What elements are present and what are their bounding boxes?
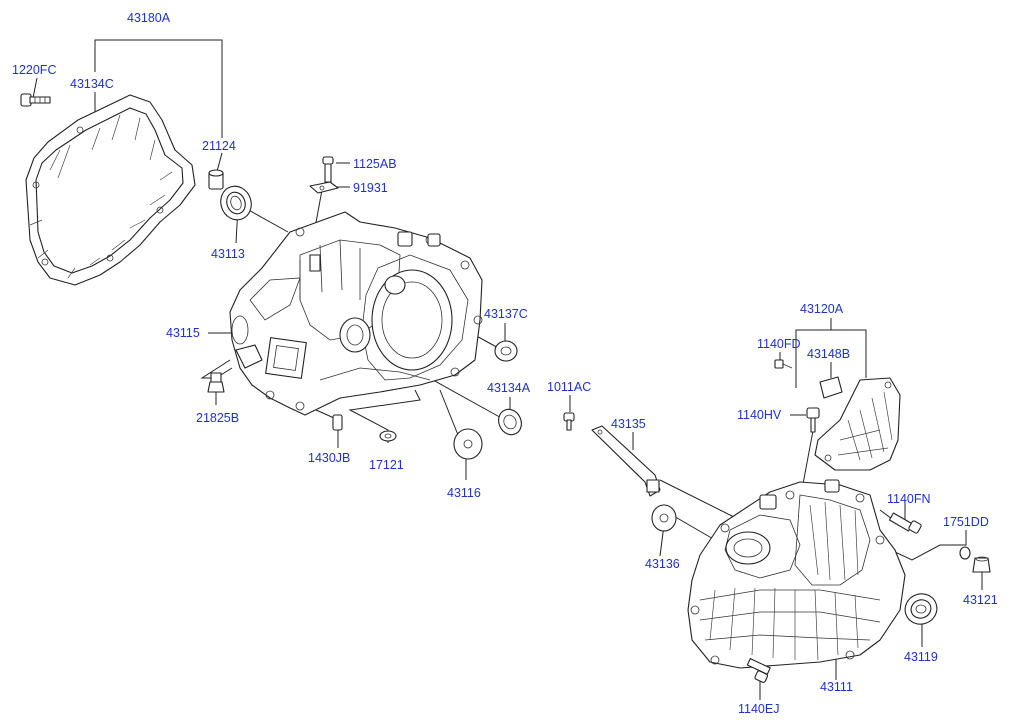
plate-43116 (453, 428, 483, 460)
label-43180A[interactable]: 43180A (127, 11, 171, 25)
plug-43121 (972, 556, 991, 573)
label-1011AC[interactable]: 1011AC (547, 380, 591, 394)
label-1430JB[interactable]: 1430JB (308, 451, 350, 465)
label-21825B[interactable]: 21825B (196, 411, 239, 425)
bolt-1011AC (563, 412, 575, 431)
label-1140FD[interactable]: 1140FD (757, 337, 801, 351)
rod-43135 (591, 425, 661, 497)
label-43119[interactable]: 43119 (904, 650, 938, 664)
label-1125AB[interactable]: 1125AB (353, 157, 397, 171)
plug-21825B (207, 372, 225, 393)
mount-43148B (819, 376, 843, 399)
bolt-1140HV (806, 407, 820, 433)
label-43134C[interactable]: 43134C (70, 77, 114, 91)
label-1220FC[interactable]: 1220FC (12, 63, 56, 77)
label-1140HV[interactable]: 1140HV (737, 408, 782, 422)
part-labels: 43180A 1220FC 43134C 21124 1125AB 91931 … (12, 11, 998, 716)
bolt-1140FD (774, 359, 793, 369)
label-43116[interactable]: 43116 (447, 486, 481, 500)
oil-seal-43113 (220, 185, 252, 221)
label-1140EJ[interactable]: 1140EJ (738, 702, 779, 716)
bracket-43120A (814, 377, 901, 471)
gasket-43134C (25, 94, 196, 286)
bolt-1220FC (20, 93, 51, 107)
label-43111[interactable]: 43111 (820, 680, 853, 694)
label-43136[interactable]: 43136 (645, 557, 680, 571)
pin-1430JB (332, 414, 343, 431)
label-1751DD[interactable]: 1751DD (943, 515, 989, 529)
bolt-1140EJ (746, 658, 771, 683)
washer-1751DD (959, 546, 971, 560)
label-43120A[interactable]: 43120A (800, 302, 844, 316)
bolt-1140FN (888, 512, 922, 534)
oil-seal-43134A (498, 408, 522, 436)
dowel-pin-21124 (208, 169, 224, 190)
label-43137C[interactable]: 43137C (484, 307, 528, 321)
bracket-91931 (309, 181, 339, 194)
label-43134A[interactable]: 43134A (487, 381, 531, 395)
cap-43137C (494, 340, 518, 362)
plate-43136 (651, 504, 677, 532)
label-43148B[interactable]: 43148B (807, 347, 850, 361)
label-43121[interactable]: 43121 (963, 593, 998, 607)
oil-seal-43119 (904, 593, 938, 625)
label-43113[interactable]: 43113 (211, 247, 245, 261)
label-91931[interactable]: 91931 (353, 181, 388, 195)
label-1140FN[interactable]: 1140FN (887, 492, 931, 506)
label-21124[interactable]: 21124 (202, 139, 236, 153)
label-17121[interactable]: 17121 (369, 458, 404, 472)
label-43135[interactable]: 43135 (611, 417, 646, 431)
label-43115[interactable]: 43115 (166, 326, 200, 340)
washer-17121 (379, 430, 397, 442)
transmission-case-43111 (687, 479, 906, 669)
clutch-housing (229, 211, 483, 416)
bolt-1125AB (322, 156, 334, 183)
